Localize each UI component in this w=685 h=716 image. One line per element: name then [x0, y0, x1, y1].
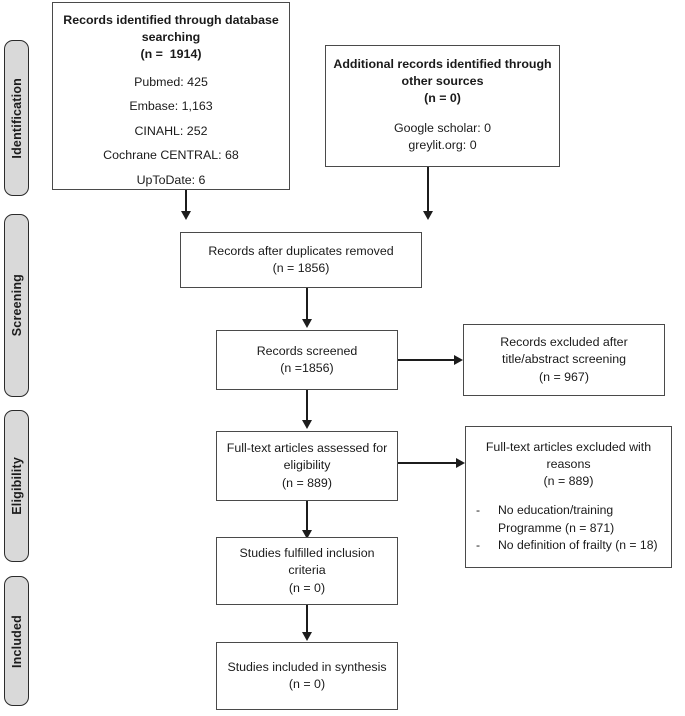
reason-dash: -	[476, 503, 481, 518]
box-records-screened: Records screened (n =1856)	[216, 330, 398, 390]
fulltext-excluded-count: (n = 889)	[543, 474, 594, 489]
stage-tab-identification: Identification	[4, 40, 29, 196]
connector-screened-to-excluded-line	[398, 359, 456, 361]
studies-included-count: (n = 0)	[288, 677, 326, 692]
stage-tab-screening: Screening	[4, 214, 29, 397]
connector-fulfilled-to-included-arrow	[301, 632, 312, 641]
connector-screened-to-fulltext-arrow	[301, 420, 312, 429]
other-sources-title-line1: Additional records identified through	[333, 57, 552, 71]
database-count: (n = 1914)	[140, 47, 202, 62]
fulltext-excluded-reason-list: - No education/training Programme (n = 8…	[466, 502, 671, 554]
stage-tab-eligibility: Eligibility	[4, 410, 29, 562]
box-additional-records-other-sources: Additional records identified through ot…	[325, 45, 560, 167]
reason-item: - No definition of frailty (n = 18)	[476, 537, 665, 554]
records-excluded-title-line1: Records excluded after	[500, 335, 628, 350]
connector-fulltext-to-excluded-arrow	[456, 457, 465, 468]
fulltext-assessed-count: (n = 889)	[282, 475, 332, 490]
connector-other-sources-to-duplicates-arrow	[422, 211, 433, 220]
fulltext-excluded-title-line2: reasons	[546, 457, 591, 472]
box-studies-fulfilled-criteria: Studies fulfilled inclusion criteria (n …	[216, 537, 398, 605]
box-records-excluded: Records excluded after title/abstract sc…	[463, 324, 665, 396]
connector-screened-to-excluded-arrow	[454, 354, 463, 365]
duplicates-count: (n = 1856)	[272, 261, 330, 275]
fulltext-excluded-title-line1: Full-text articles excluded with	[485, 440, 652, 454]
stage-label-included: Included	[9, 614, 24, 668]
box-records-identified-database: Records identified through database sear…	[52, 2, 290, 190]
records-excluded-title-line2: title/abstract screening	[502, 352, 626, 367]
connector-other-sources-to-duplicates-line	[427, 167, 429, 214]
reason-dash: -	[476, 537, 481, 552]
connector-duplicates-to-screened-arrow	[301, 319, 312, 328]
database-source-uptodate: UpToDate: 6	[136, 172, 206, 187]
fulltext-assessed-title-line1: Full-text articles assessed for	[226, 441, 388, 456]
database-title-line1: Records identified through database	[63, 13, 279, 27]
studies-fulfilled-title-line1: Studies fulfilled inclusion	[239, 546, 375, 561]
other-sources-greylit: greylit.org: 0	[408, 138, 477, 153]
box-records-after-duplicates-removed: Records after duplicates removed (n = 18…	[180, 232, 422, 288]
connector-fulltext-to-excluded-line	[398, 462, 458, 464]
stage-label-identification: Identification	[9, 77, 24, 159]
duplicates-title: Records after duplicates removed	[208, 243, 394, 258]
records-excluded-count: (n = 967)	[539, 369, 589, 384]
connector-fulfilled-to-included-line	[306, 605, 308, 634]
reason-text: No education/training Programme (n = 871…	[498, 503, 615, 535]
database-source-embase: Embase: 1,163	[129, 99, 213, 114]
connector-fulltext-to-fulfilled-arrow	[301, 530, 312, 539]
records-screened-title: Records screened	[256, 343, 358, 358]
database-source-cinahl: CINAHL: 252	[134, 123, 208, 138]
reason-text: No definition of frailty (n = 18)	[498, 537, 658, 552]
database-source-cochrane: Cochrane CENTRAL: 68	[103, 148, 239, 163]
connector-duplicates-to-screened-line	[306, 288, 308, 321]
fulltext-assessed-title-line2: eligibility	[283, 458, 331, 473]
studies-included-title: Studies included in synthesis	[227, 660, 387, 674]
database-title-line2: searching	[141, 30, 201, 45]
studies-fulfilled-title-line2: criteria	[288, 563, 326, 578]
box-studies-included-synthesis: Studies included in synthesis (n = 0)	[216, 642, 398, 710]
records-screened-count: (n =1856)	[280, 361, 334, 375]
connector-fulltext-to-fulfilled-line	[306, 501, 308, 533]
box-fulltext-assessed: Full-text articles assessed for eligibil…	[216, 431, 398, 501]
other-sources-title-line2: other sources	[401, 74, 484, 89]
stage-label-screening: Screening	[9, 274, 24, 337]
stage-tab-included: Included	[4, 576, 29, 706]
connector-screened-to-fulltext-line	[306, 390, 308, 422]
stage-label-eligibility: Eligibility	[9, 457, 24, 515]
reason-item: - No education/training Programme (n = 8…	[476, 502, 665, 537]
box-fulltext-excluded-reasons: Full-text articles excluded with reasons…	[465, 426, 672, 568]
connector-database-to-duplicates-arrow	[180, 211, 191, 220]
other-sources-google-scholar: Google scholar: 0	[393, 121, 492, 136]
other-sources-count: (n = 0)	[424, 91, 461, 106]
studies-fulfilled-count: (n = 0)	[288, 580, 326, 595]
database-source-pubmed: Pubmed: 425	[134, 74, 208, 89]
connector-database-to-duplicates-line	[185, 190, 187, 214]
